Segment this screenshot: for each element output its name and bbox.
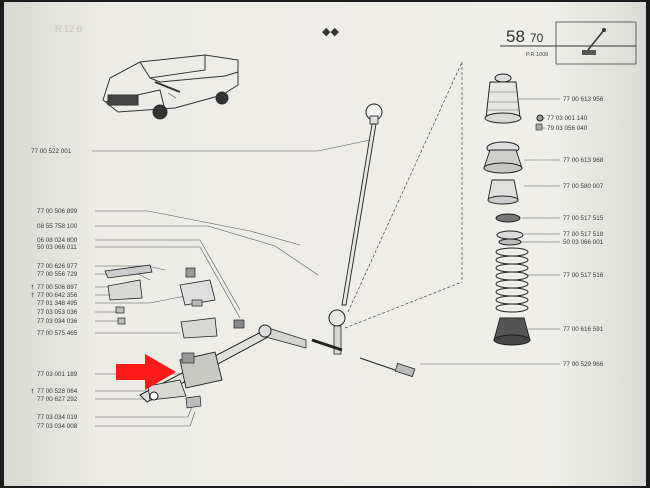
right-part-labels: 77 00 613 956 77 03 001 140 79 03 056 04… bbox=[547, 96, 604, 368]
part-number-label: 50 03 066 001 bbox=[563, 239, 604, 246]
tension-spring bbox=[359, 357, 416, 378]
part-number-label: 77 00 528 064 bbox=[37, 388, 78, 395]
part-number-label: 77 00 506 897 bbox=[37, 284, 78, 291]
part-number-label: 77 01 348 495 bbox=[37, 300, 78, 307]
superseded-marker: † bbox=[31, 292, 35, 299]
part-number-label: 77 03 034 036 bbox=[37, 318, 78, 325]
part-number-label: 77 00 522 001 bbox=[31, 148, 72, 155]
gear-lever-rod bbox=[311, 103, 383, 355]
page-number: 58 bbox=[506, 27, 525, 46]
gear-lever-thumbnail-box bbox=[555, 21, 637, 65]
part-number-label: 77 00 506 899 bbox=[37, 208, 78, 215]
part-number-label: 77 00 613 956 bbox=[563, 96, 604, 103]
part-number-label: 77 03 053 036 bbox=[37, 309, 78, 316]
page-marker-symbol: ◆◆ bbox=[322, 26, 339, 38]
highlight-arrow bbox=[116, 354, 176, 390]
projection-lines bbox=[344, 61, 463, 329]
superseded-marker: † bbox=[31, 388, 35, 395]
page-number-block: 58 70 P.R 1009 bbox=[500, 21, 637, 65]
part-number-label: 77 00 575 465 bbox=[37, 330, 78, 337]
car-sketch bbox=[102, 54, 239, 120]
part-number-label: 77 00 616 591 bbox=[563, 326, 604, 333]
leader-lines-right bbox=[420, 98, 560, 365]
part-number-label: 77 00 613 968 bbox=[563, 157, 604, 164]
paper-page bbox=[4, 2, 646, 486]
part-number-label: 50 03 066 011 bbox=[37, 244, 77, 251]
gear-lever-boot-assembly bbox=[483, 73, 544, 346]
part-number-label: 77 00 642 356 bbox=[37, 292, 78, 299]
part-number-label: 77 03 001 140 bbox=[547, 115, 588, 122]
reference-code: P.R 1009 bbox=[526, 52, 548, 58]
part-number-label: 77 00 517 515 bbox=[563, 215, 604, 222]
part-number-label: 79 03 056 040 bbox=[547, 125, 588, 132]
superseded-marker: † bbox=[31, 284, 35, 291]
part-number-label: 08 55 758 100 bbox=[37, 223, 78, 230]
part-number-label: 77 03 034 008 bbox=[37, 423, 78, 430]
page-number-suffix: 70 bbox=[530, 31, 544, 45]
faded-header-text: R 12 B bbox=[55, 24, 83, 34]
part-number-label: 77 00 626 977 bbox=[37, 263, 78, 270]
part-number-label: 77 00 627 292 bbox=[37, 396, 78, 403]
part-number-label: 77 03 034 019 bbox=[37, 414, 78, 421]
part-number-label: 77 00 517 518 bbox=[563, 231, 604, 238]
part-number-label: 77 03 001 189 bbox=[37, 371, 78, 378]
hardware-parts bbox=[104, 264, 245, 409]
part-number-label: 77 00 517 516 bbox=[563, 272, 604, 279]
part-number-label: 77 00 529 966 bbox=[563, 361, 604, 368]
gear-lever-thumbnail-icon bbox=[582, 28, 606, 55]
part-number-label: 77 00 580 007 bbox=[563, 183, 604, 190]
left-part-labels: 77 00 522 001 77 00 506 899 08 55 758 10… bbox=[31, 148, 78, 430]
part-number-label: 77 00 556 729 bbox=[37, 271, 78, 278]
part-number-label: 06 08 024 800 bbox=[37, 237, 78, 244]
